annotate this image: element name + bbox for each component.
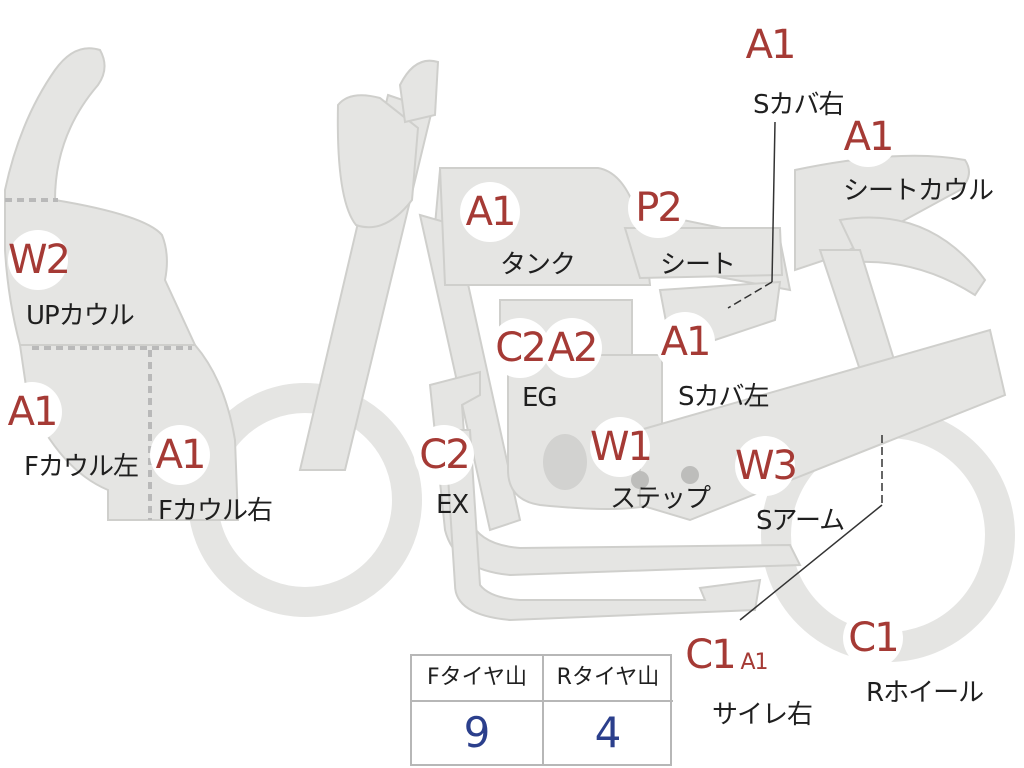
leader-s-cover-right-dash <box>727 281 773 309</box>
step-peg-left <box>631 471 649 489</box>
grade-badge-seat: P2 <box>628 178 688 238</box>
label-silencer-right: サイレ右 <box>712 700 813 730</box>
grade-badge-f-cowl-left: A1 <box>2 382 62 442</box>
label-seat: シート <box>660 250 736 280</box>
rear-tire-column: Rタイヤ山 4 <box>543 656 673 764</box>
label-swing-arm: Sアーム <box>756 506 845 536</box>
rear-tire-value: 4 <box>594 708 622 757</box>
exhaust-pipe2-shape <box>443 429 762 622</box>
leader-silencer <box>739 504 883 621</box>
grade-badge-rear-wheel: C1 <box>843 608 903 668</box>
front-tire-column: Fタイヤ山 9 <box>412 656 544 764</box>
front-tire-value: 9 <box>463 708 491 757</box>
label-seat-cowl: シートカウル <box>843 176 994 206</box>
tail-shape <box>838 216 987 297</box>
label-f-cowl-right: Fカウル右 <box>158 496 273 526</box>
grade-badge-s-cover-right: A1 <box>740 15 800 75</box>
grade-badge-silencer-right-1: C1 <box>680 625 740 685</box>
label-s-cover-left: Sカバ左 <box>678 382 770 412</box>
label-rear-wheel: Rホイール <box>866 678 984 708</box>
mirror-shape <box>398 59 440 124</box>
step-peg-right <box>681 466 699 484</box>
handlebar-shape <box>336 94 420 229</box>
grade-badge-exhaust: C2 <box>414 425 474 485</box>
swing-arm-shape <box>639 328 1007 522</box>
grade-badge-f-cowl-right: A1 <box>150 425 210 485</box>
seat-shape <box>623 227 784 280</box>
front-tire-header: Fタイヤ山 <box>412 656 542 702</box>
label-tank: タンク <box>500 250 576 280</box>
engine-cover-shape <box>543 434 587 490</box>
leader-s-cover-right <box>771 121 776 283</box>
grade-badge-tank: A1 <box>460 182 520 242</box>
label-s-cover-right: Sカバ右 <box>753 90 845 120</box>
grade-badge-seat-cowl: A1 <box>838 107 898 167</box>
label-engine: EG <box>522 383 558 413</box>
grade-badge-silencer-right-2: A1 <box>737 646 771 680</box>
label-f-cowl-left: Fカウル左 <box>24 452 139 482</box>
grade-badge-s-cover-left: A1 <box>655 312 715 372</box>
label-step: ステップ <box>610 484 711 514</box>
label-up-cowl: UPカウル <box>26 301 135 331</box>
grade-badge-step: W1 <box>590 417 653 477</box>
label-exhaust: EX <box>436 490 469 520</box>
grade-badge-engine-2: A2 <box>542 318 602 378</box>
tire-tread-table: Fタイヤ山 9 Rタイヤ山 4 <box>410 654 673 766</box>
grade-badge-swing-arm: W3 <box>735 436 798 496</box>
grade-badge-engine-1: C2 <box>490 318 550 378</box>
grade-badge-up-cowl: W2 <box>8 230 71 290</box>
rear-tire-header: Rタイヤ山 <box>543 656 673 702</box>
